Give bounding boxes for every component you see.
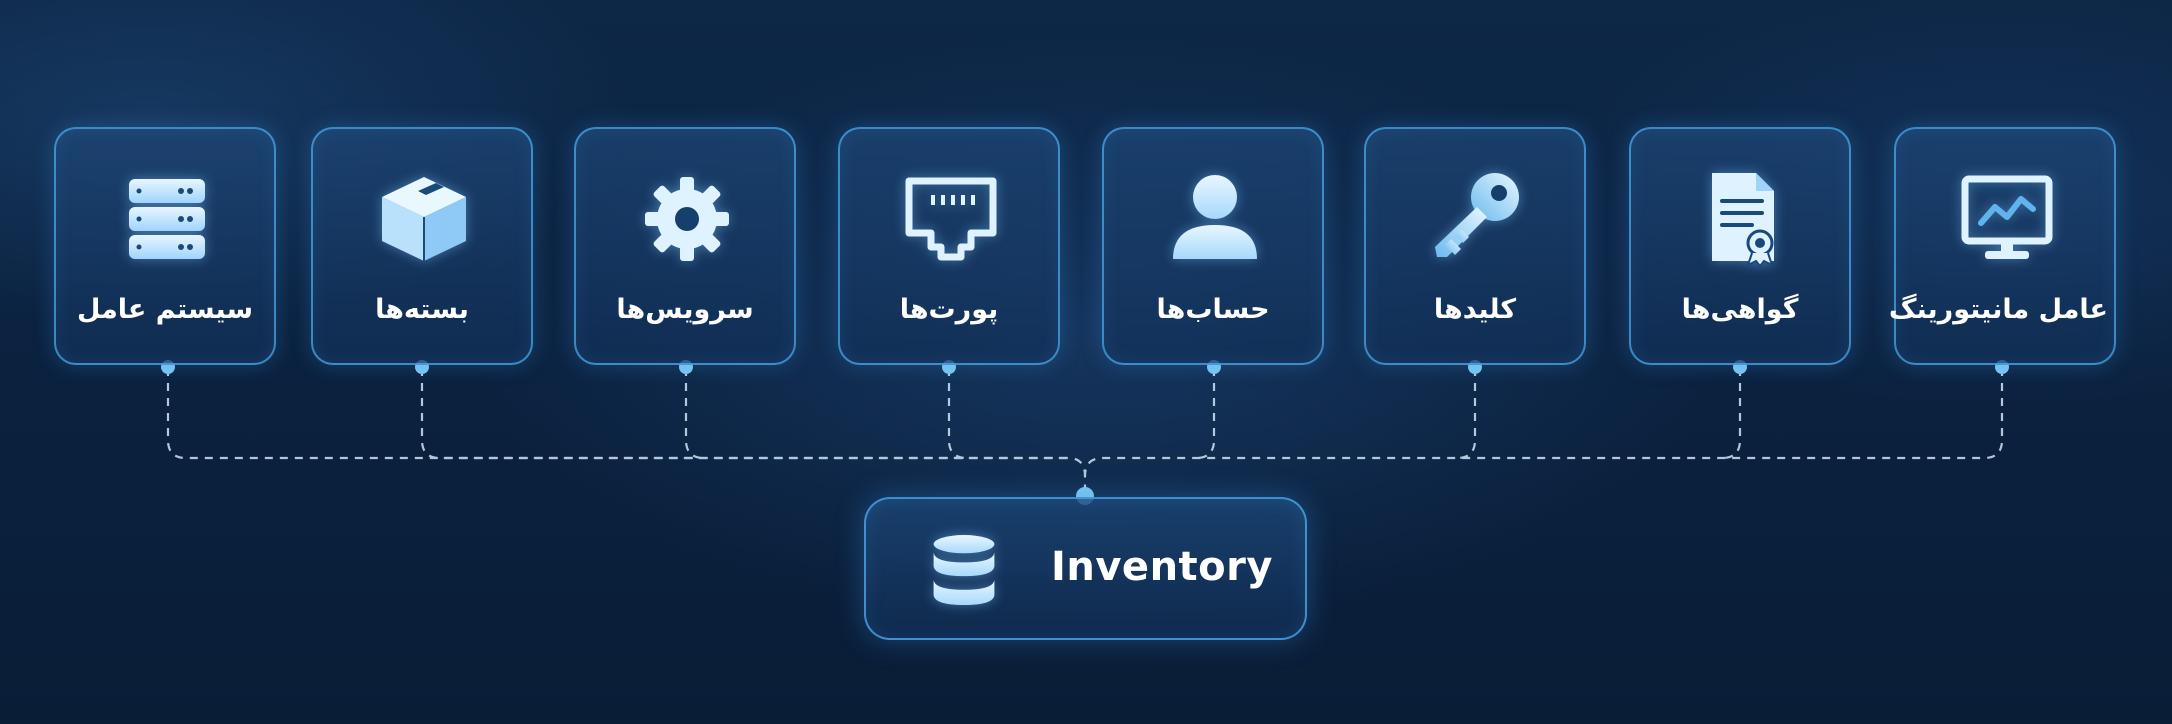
package-box-icon [374,167,474,267]
node-card-os: سیستم عامل [54,127,276,365]
node-card-certificates: گواهی‌ها [1629,127,1851,365]
node-card-services: سرویس‌ها [574,127,796,365]
node-card-keys: کلیدها [1364,127,1586,365]
certificate-icon [1692,167,1792,267]
node-label: پورت‌ها [899,294,999,325]
connector-ports [947,368,968,460]
node-label: حساب‌ها [1156,294,1270,325]
database-icon [926,532,1002,608]
server-stack-icon [117,167,217,267]
connector-os [166,368,1087,495]
inventory-label: Inventory [1051,544,1273,590]
key-icon [1427,167,1527,267]
node-label: عامل مانیتورینگ [1888,294,2108,325]
node-label: سرویس‌ها [616,294,754,325]
connector-accounts [1195,368,1216,460]
node-card-ports: پورت‌ها [838,127,1060,365]
node-card-monitoring-agent: عامل مانیتورینگ [1888,127,2116,365]
node-label: سیستم عامل [76,294,254,325]
node-card-accounts: حساب‌ها [1102,127,1324,365]
node-card-packages: بسته‌ها [311,127,533,365]
connector-certificates [1721,368,1742,460]
connector-packages [420,368,1068,460]
user-icon [1165,167,1265,267]
node-label: کلیدها [1433,294,1517,325]
monitor-chart-icon [1957,167,2057,267]
network-port-icon [901,167,1001,267]
connector-monitoring [1083,368,2004,477]
connector-keys [1456,368,1477,460]
node-label: گواهی‌ها [1681,294,1799,325]
connector-services [684,368,705,460]
node-label: بسته‌ها [375,294,469,325]
gear-icon [637,167,737,267]
inventory-hub: Inventory [864,497,1307,640]
